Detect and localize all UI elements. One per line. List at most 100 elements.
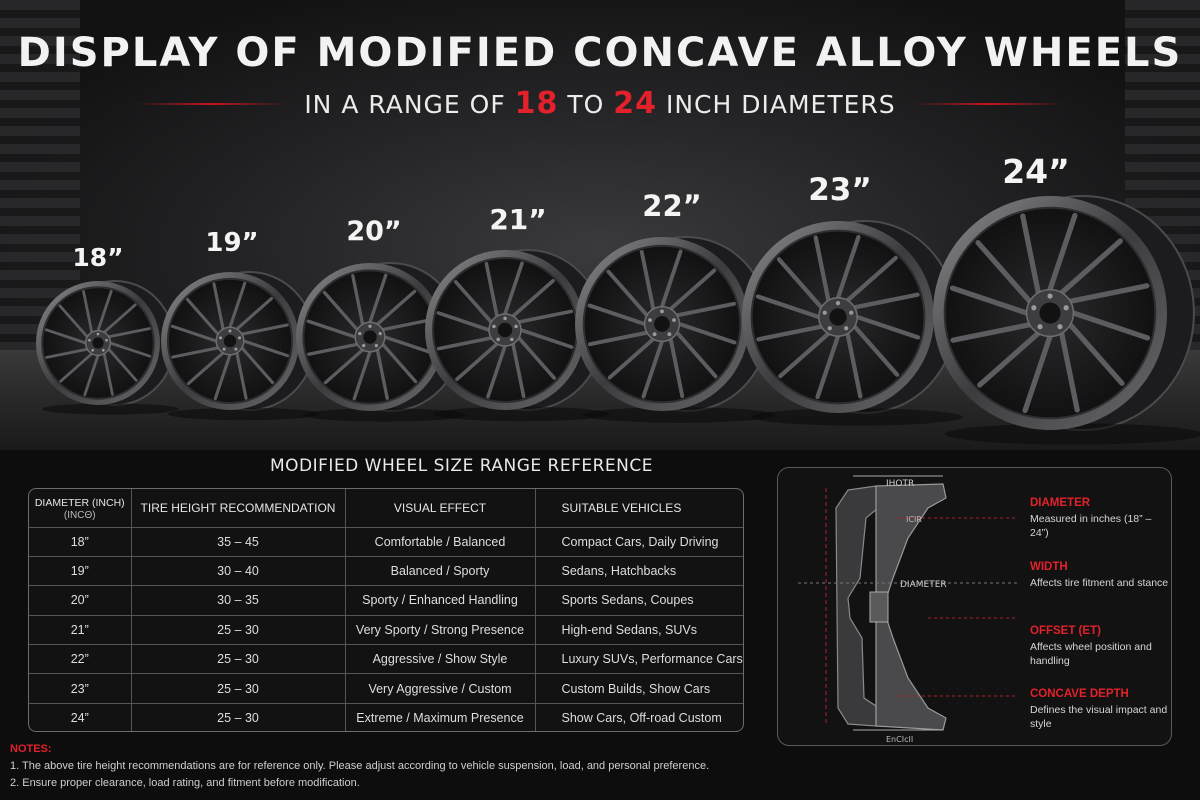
wheel-spoke xyxy=(323,348,365,385)
cell-diameter: 19” xyxy=(29,556,132,587)
cell-tire-height: 25 – 30 xyxy=(131,703,346,731)
cell-tire-height: 30 – 40 xyxy=(131,556,346,587)
cell-diameter: 21” xyxy=(29,615,132,646)
legend-diameter-title: DIAMETER xyxy=(1030,497,1091,509)
wheels-display xyxy=(36,195,1195,431)
wheel-spoke xyxy=(813,235,831,303)
wheel-spoke xyxy=(1047,212,1078,293)
wheel-spoke xyxy=(675,301,736,318)
wheel-spoke xyxy=(977,330,1041,388)
wheel-spoke xyxy=(375,289,417,326)
wheel-profile-diagram-panel: IHOTR ICIR DIAMETER EnCIcII xyxy=(777,467,1172,746)
wheel-spoke xyxy=(383,335,434,355)
cell-suitable-vehicles: Show Cars, Off-road Custom xyxy=(561,711,722,726)
wheel-spoke xyxy=(639,250,656,311)
lug-nut xyxy=(667,332,672,337)
wheel-spoke xyxy=(228,281,247,329)
subtitle-divider-left xyxy=(136,102,287,105)
wheel-center-cap xyxy=(654,316,670,332)
wheel-shadow xyxy=(303,408,467,422)
lug-nut xyxy=(1063,305,1069,311)
lug-nut xyxy=(510,337,514,342)
legend-width: WIDTH Affects tire fitment and stance xyxy=(1030,560,1170,590)
wheel-size-label-21: 21” xyxy=(489,203,547,236)
wheel-shadow xyxy=(433,406,609,422)
cell-tire-height: 25 – 30 xyxy=(131,644,346,675)
cell-suitable-vehicles: Sports Sedans, Coupes xyxy=(535,585,743,616)
header-diameter-sub: (INCΘ) xyxy=(63,509,96,521)
wheel-spoke xyxy=(519,328,574,349)
diagram-label-inner: ICIR xyxy=(906,515,922,524)
cell-diameter: 18” xyxy=(29,527,132,557)
wheel-size-label-23: 23” xyxy=(808,172,872,208)
wheel-23 xyxy=(742,220,963,426)
wheel-spoke xyxy=(845,331,863,399)
cell-diameter: 22” xyxy=(29,644,132,675)
cell-visual-effect: Sporty / Enhanced Handling xyxy=(345,585,536,616)
wheel-spoke xyxy=(668,268,717,311)
wheel-spoke xyxy=(436,311,491,332)
wheel-spoke xyxy=(1070,310,1151,341)
wheel-spoke xyxy=(950,322,1033,343)
wheel-spoke xyxy=(352,350,372,401)
header-diameter-label: DIAMETER (INCH) xyxy=(34,496,125,509)
wheel-spoke xyxy=(517,336,557,380)
wheel-20 xyxy=(296,262,467,422)
wheel-spoke xyxy=(59,352,94,383)
wheel-spoke xyxy=(855,314,921,340)
lug-nut xyxy=(91,348,95,352)
diagram-label-bottom: EnCIcII xyxy=(886,735,913,744)
wheel-spoke xyxy=(45,347,89,359)
wheel-spoke xyxy=(755,294,821,320)
wheel-spoke xyxy=(1067,322,1125,386)
wheel-spoke xyxy=(58,304,89,339)
wheel-spoke xyxy=(107,347,138,382)
size-reference-table: DIAMETER (INCH) (INCΘ) TIRE HEIGHT RECOM… xyxy=(28,488,744,732)
legend-offset-text: Affects wheel position and handling xyxy=(1030,641,1152,667)
wheel-spoke xyxy=(607,337,656,380)
wheel-spoke xyxy=(170,324,218,343)
wheel-spoke xyxy=(660,249,683,309)
cell-diameter: 24” xyxy=(29,703,132,731)
lug-nut xyxy=(503,316,507,321)
lug-nut xyxy=(228,329,232,333)
lug-nut xyxy=(368,324,372,328)
subtitle-suffix: INCH DIAMETERS xyxy=(665,90,896,119)
wheel-spoke xyxy=(587,303,647,326)
lug-nut xyxy=(1031,305,1037,311)
wheel-spoke xyxy=(815,334,841,400)
cell-suitable-vehicles: High-end Sedans, SUVs xyxy=(535,615,743,646)
wheel-size-label-20: 20” xyxy=(346,216,402,247)
wheel-spoke xyxy=(1059,238,1123,296)
wheel-spoke xyxy=(212,282,225,331)
wheel-spoke xyxy=(511,342,526,399)
legend-offset-title: OFFSET (ET) xyxy=(1030,625,1101,637)
subtitle-middle: TO xyxy=(567,90,605,119)
lug-nut xyxy=(849,310,854,315)
subtitle-max-size: 24 xyxy=(613,86,658,121)
page-title: DISPLAY OF MODIFIED CONCAVE ALLOY WHEELS xyxy=(17,30,1183,76)
wheel-spoke xyxy=(1059,330,1080,413)
wheel-22 xyxy=(575,236,776,423)
wheel-spoke xyxy=(453,280,493,324)
note-2: 2. Ensure proper clearance, load rating,… xyxy=(10,777,360,789)
wheel-spoke xyxy=(381,318,433,332)
wheel-spoke xyxy=(242,339,290,358)
wheel-spoke xyxy=(486,344,507,399)
lug-nut xyxy=(88,338,91,342)
wheel-spoke xyxy=(1020,213,1041,296)
wheel-size-label-22: 22” xyxy=(642,189,702,223)
wheel-spoke xyxy=(852,324,900,377)
wheel-size-label-19: 19” xyxy=(205,228,259,258)
wheel-spoke xyxy=(44,328,87,345)
lug-nut xyxy=(358,332,362,336)
cell-suitable-vehicles: Sedans, Hatchbacks xyxy=(535,556,743,587)
subtitle-min-size: 18 xyxy=(514,86,559,121)
showroom-hero: DISPLAY OF MODIFIED CONCAVE ALLOY WHEELS… xyxy=(0,0,1200,450)
